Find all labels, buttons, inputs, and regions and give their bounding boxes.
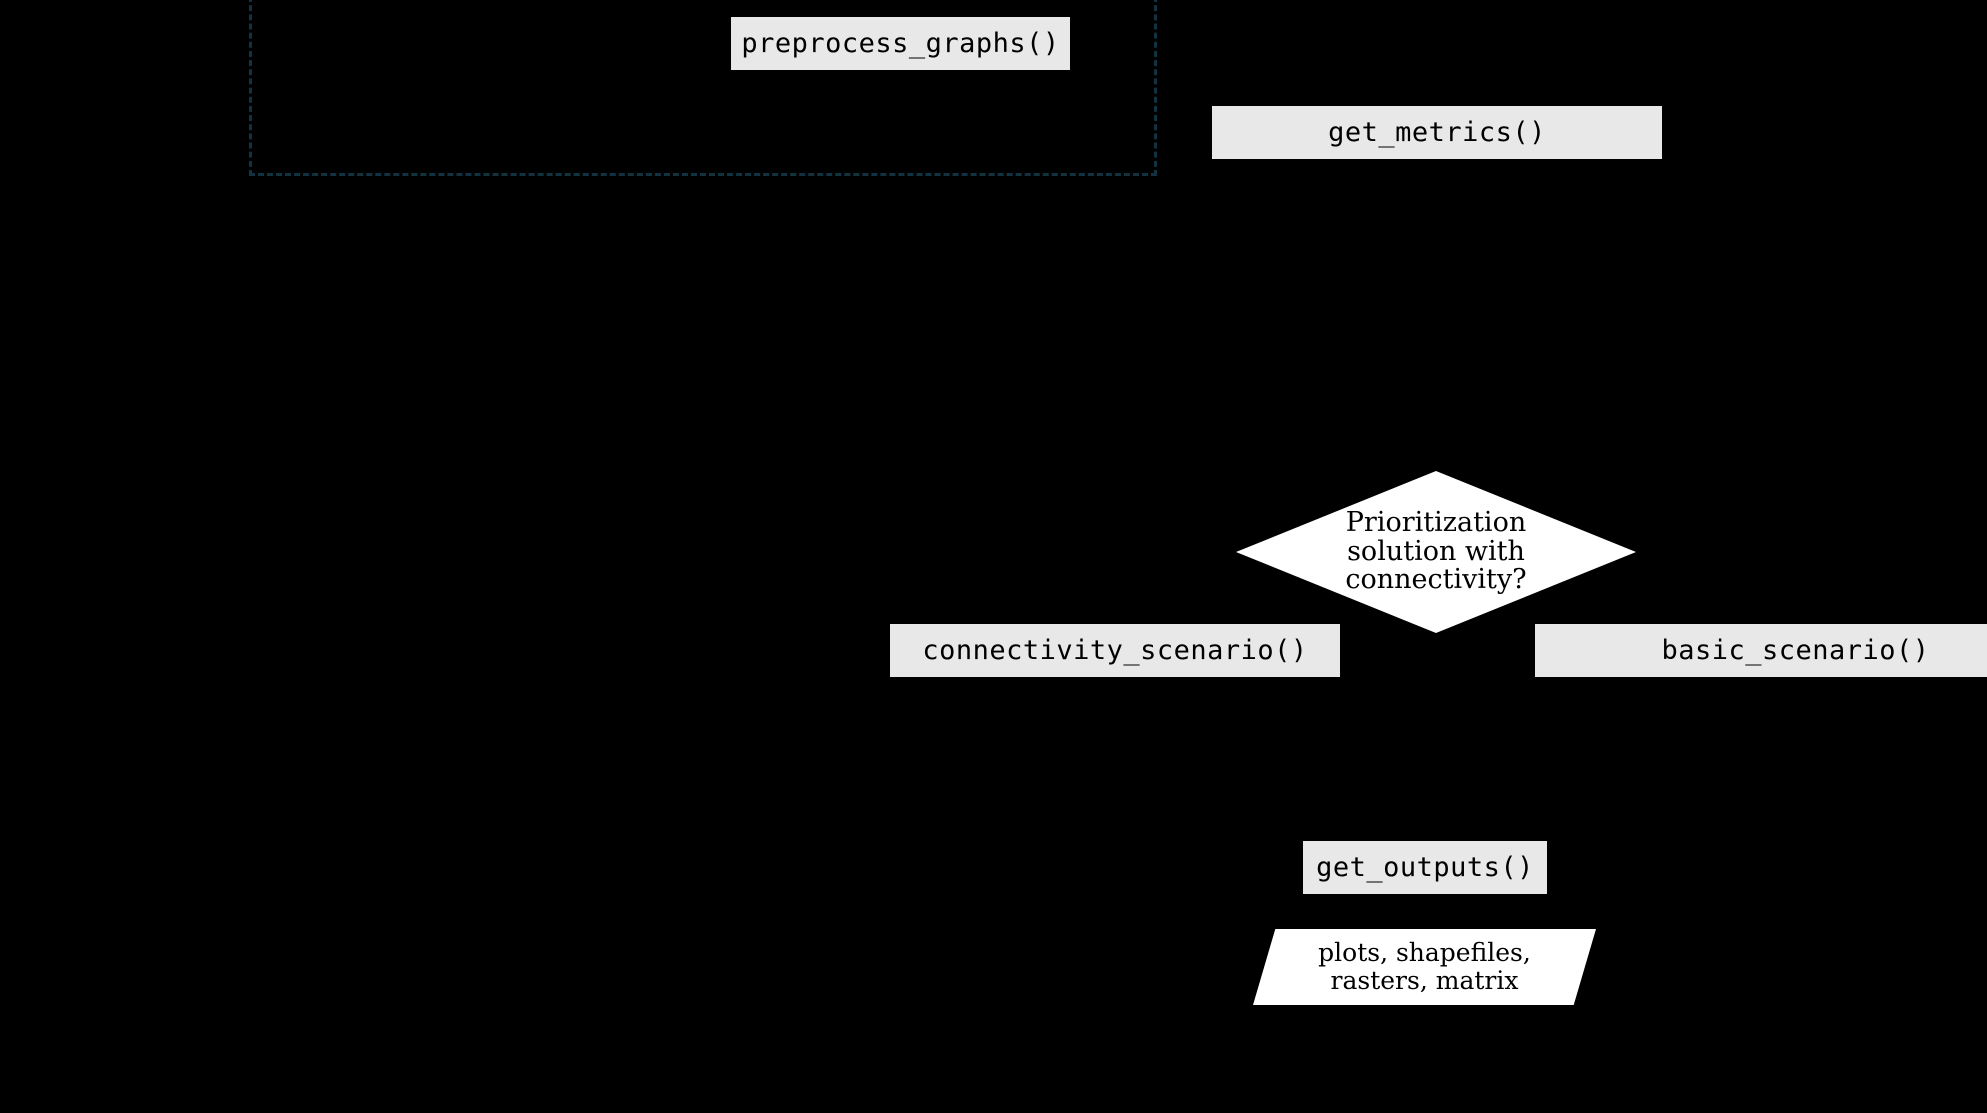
node-decision-label: Prioritization solution with connectivit…: [1335, 509, 1536, 594]
node-preprocess-graphs[interactable]: preprocess_graphs(): [731, 17, 1070, 70]
decision-line-3: connectivity?: [1345, 564, 1527, 596]
node-outputs-artifacts[interactable]: plots, shapefiles, rasters, matrix: [1253, 929, 1596, 1005]
node-basic-scenario[interactable]: basic_scenario(): [1535, 624, 1987, 677]
node-outputs-artifacts-label: plots, shapefiles, rasters, matrix: [1318, 937, 1531, 996]
preprocessing-group-box: [249, 0, 1157, 176]
node-get-outputs[interactable]: get_outputs(): [1303, 841, 1547, 894]
decision-line-2: solution with: [1347, 535, 1525, 567]
node-get-metrics-label: get_metrics(): [1328, 117, 1546, 148]
parallelogram-shape: [1253, 929, 1596, 1005]
node-connectivity-scenario-label: connectivity_scenario(): [922, 635, 1308, 666]
node-get-outputs-label: get_outputs(): [1316, 852, 1534, 883]
outputs-line-2: rasters, matrix: [1330, 966, 1519, 995]
outputs-line-1: plots, shapefiles,: [1318, 937, 1531, 967]
node-connectivity-scenario[interactable]: connectivity_scenario(): [890, 624, 1340, 677]
node-preprocess-graphs-label: preprocess_graphs(): [741, 28, 1060, 59]
node-decision-prioritization-connectivity[interactable]: Prioritization solution with connectivit…: [1236, 471, 1636, 633]
node-get-metrics[interactable]: get_metrics(): [1212, 106, 1662, 159]
decision-line-1: Prioritization: [1345, 507, 1527, 539]
node-basic-scenario-label: basic_scenario(): [1661, 635, 1930, 666]
